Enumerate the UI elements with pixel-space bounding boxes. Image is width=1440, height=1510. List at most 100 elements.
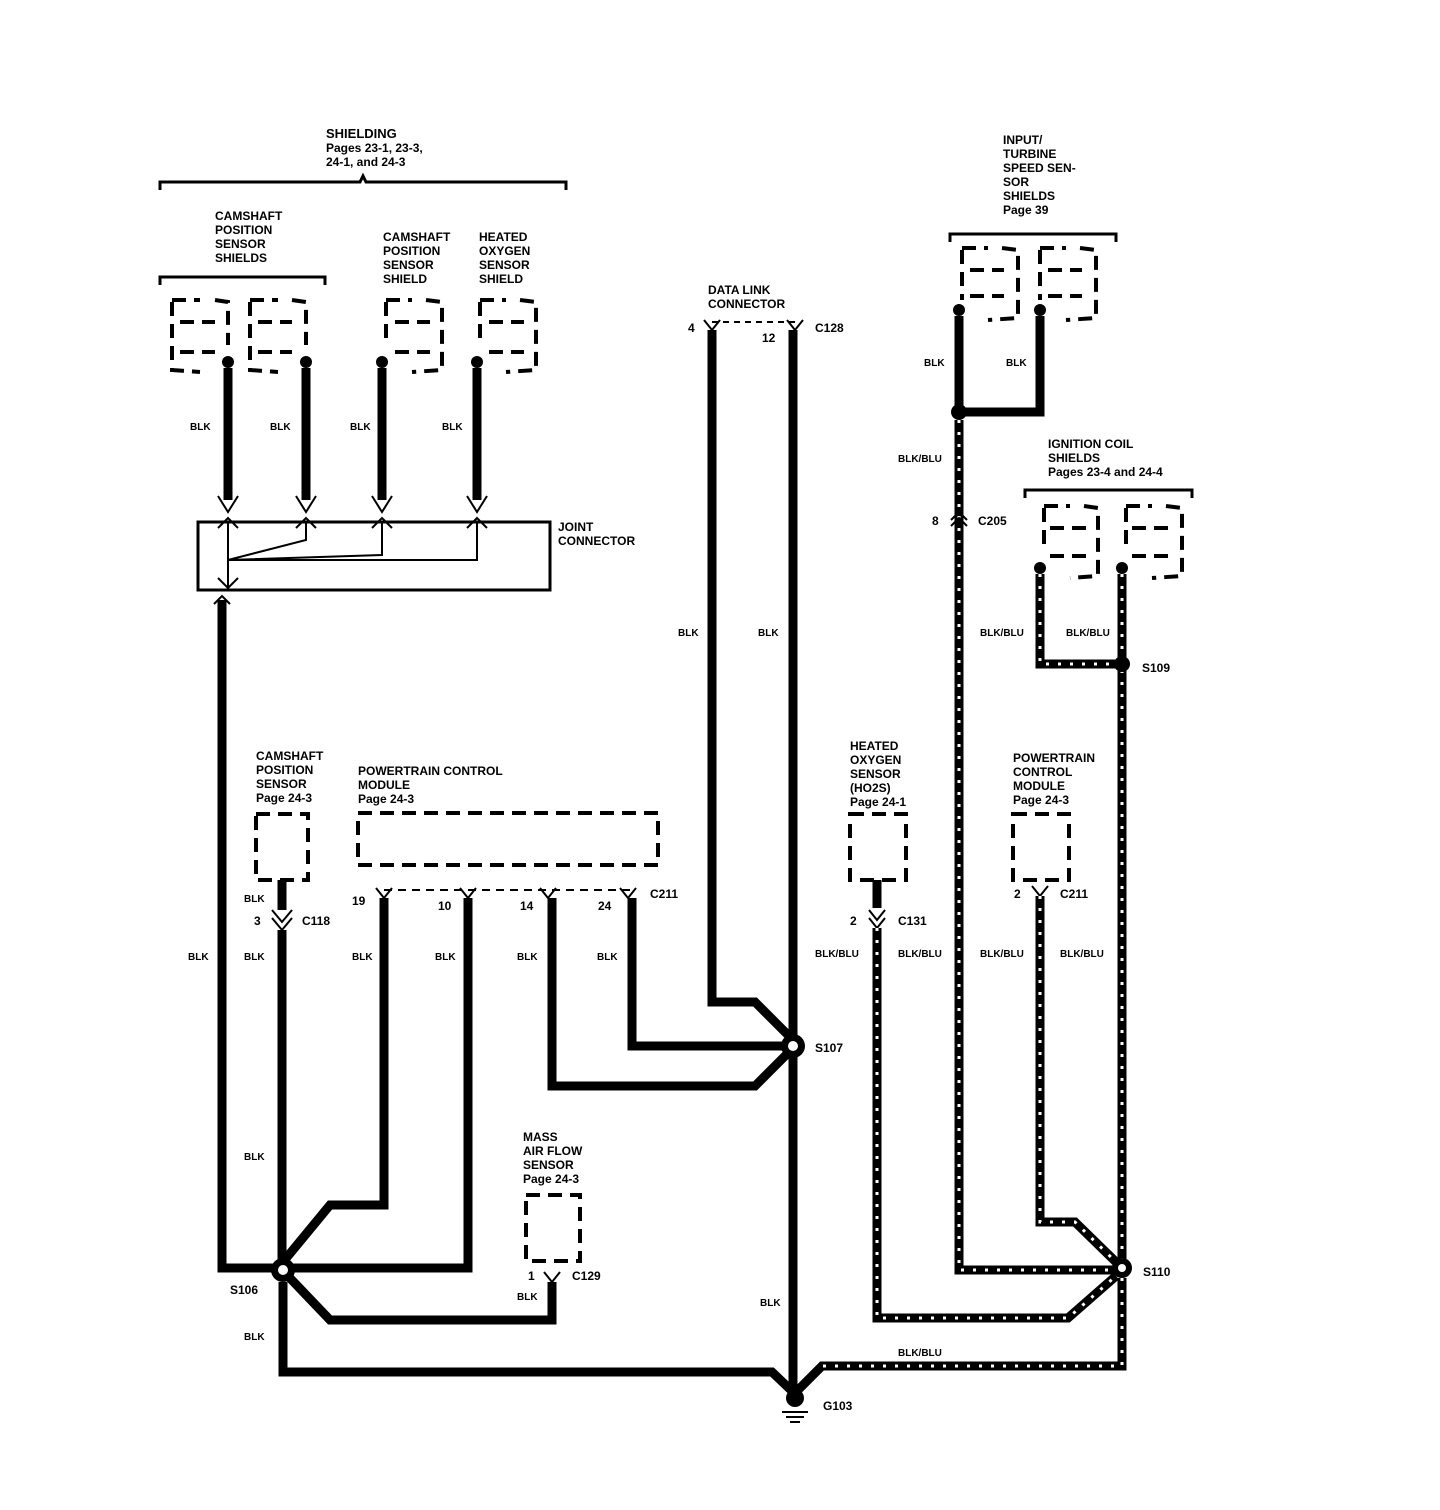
wire-joint-to-s106 — [217, 600, 283, 1273]
c205-pin: 8 — [932, 514, 939, 528]
cam-shields-label-3: SENSOR — [215, 237, 266, 251]
wire-label: BLK — [517, 1292, 538, 1303]
wire-label: BLK — [190, 422, 211, 433]
shield-symbol — [471, 298, 538, 374]
cam-shields-label-1: CAMSHAFT — [215, 209, 283, 223]
ho2s-label-4: (HO2S) — [850, 781, 891, 795]
wire-s110-to-g103 — [794, 1278, 1127, 1394]
pcm-left-pin: 19 — [352, 894, 366, 908]
wire-ho2s — [872, 880, 1119, 1323]
ho2s-label-2: OXYGEN — [850, 753, 901, 767]
shield-symbol — [1034, 246, 1098, 322]
ignition-coil-shields: IGNITION COIL SHIELDS Pages 23-4 and 24-… — [1023, 437, 1194, 580]
shield-symbol — [248, 298, 312, 374]
cam-sensor-pin: 3 — [254, 914, 261, 928]
wire-pcm-19 — [279, 898, 389, 1265]
maf-connector-id: C129 — [572, 1269, 601, 1283]
splice-s110: S110 — [1112, 1258, 1171, 1279]
cam-shield-label-1: CAMSHAFT — [383, 230, 451, 244]
wire-pcm-14 — [547, 898, 797, 1091]
cam-shield-label-4: SHIELD — [383, 272, 427, 286]
its-label-4: SOR — [1003, 175, 1029, 189]
ho2s-pin: 2 — [850, 914, 857, 928]
pcm-left-pin: 14 — [520, 899, 534, 913]
heated-oxygen-sensor: HEATED OXYGEN SENSOR (HO2S) Page 24-1 2 … — [848, 739, 927, 930]
shielding-pages-1: Pages 23-1, 23-3, — [326, 141, 423, 155]
ignition-label-1: IGNITION COIL — [1048, 437, 1133, 451]
shielding-brace — [158, 172, 568, 190]
connector-c205: 8 C205 — [932, 510, 1007, 528]
wire-label: BLK — [270, 422, 291, 433]
joint-connector-label-2: CONNECTOR — [558, 534, 635, 548]
shielding-pages-2: 24-1, and 24-3 — [326, 155, 406, 169]
dlc-label-2: CONNECTOR — [708, 297, 785, 311]
splice-s107: S107 — [781, 1034, 843, 1058]
splice-s106: S106 — [230, 1258, 295, 1297]
wire-label: BLK — [244, 894, 265, 905]
cam-sensor-label-1: CAMSHAFT — [256, 749, 324, 763]
maf-label-3: SENSOR — [523, 1158, 574, 1172]
wire-label: BLK/BLU — [898, 454, 942, 465]
wire-its-trunk — [954, 420, 1120, 1275]
wire-ign-1 — [1035, 574, 1120, 669]
maf-pin: 1 — [528, 1269, 535, 1283]
ho2s-shield-label-3: SENSOR — [479, 258, 530, 272]
shield-symbol — [1034, 504, 1100, 580]
dlc-pin-left: 4 — [688, 321, 695, 335]
shield-symbol — [953, 246, 1020, 322]
pcm-left-pin: 24 — [598, 899, 612, 913]
wire-label: BLK — [517, 952, 538, 963]
ho2s-shield-label-4: SHIELD — [479, 272, 523, 286]
ho2s-label-1: HEATED — [850, 739, 899, 753]
shield-symbol — [376, 298, 444, 374]
pcm-left-pin: 10 — [438, 899, 452, 913]
data-link-connector: DATA LINK CONNECTOR 4 12 C128 — [688, 283, 844, 345]
cam-shields-label-2: POSITION — [215, 223, 272, 237]
pcm-left: POWERTRAIN CONTROL MODULE Page 24-3 19 1… — [352, 764, 678, 913]
cam-shield-label-3: SENSOR — [383, 258, 434, 272]
wire-label: BLK — [760, 1298, 781, 1309]
its-label-1: INPUT/ — [1003, 133, 1043, 147]
s110-label: S110 — [1143, 1265, 1171, 1279]
cam-shield-label-2: POSITION — [383, 244, 440, 258]
maf-label-2: AIR FLOW — [523, 1144, 583, 1158]
wire-label: BLK/BLU — [980, 628, 1024, 639]
ignition-page: Pages 23-4 and 24-4 — [1048, 465, 1163, 479]
pcm-left-label-1: POWERTRAIN CONTROL — [358, 764, 503, 778]
pcm-right-label-2: CONTROL — [1013, 765, 1072, 779]
wire-label: BLK — [1006, 358, 1027, 369]
wire-dlc-pin4 — [707, 330, 797, 1044]
ho2s-shield-label-1: HEATED — [479, 230, 528, 244]
joint-connector-label-1: JOINT — [558, 520, 594, 534]
shield-wires-left: BLK BLK BLK BLK — [190, 368, 488, 514]
maf-page: Page 24-3 — [523, 1172, 579, 1186]
wire-label: BLK — [188, 952, 209, 963]
cam-sensor-connector-id: C118 — [302, 914, 330, 928]
s106-label: S106 — [230, 1283, 258, 1297]
wire-label: BLK — [597, 952, 618, 963]
shield-symbol — [170, 298, 234, 374]
maf-label-1: MASS — [523, 1130, 558, 1144]
its-label-2: TURBINE — [1003, 147, 1056, 161]
wire-its-2 — [960, 316, 1045, 417]
dlc-connector-id: C128 — [815, 321, 844, 335]
wire-pcm-right — [1035, 896, 1122, 1268]
wire-label: BLK/BLU — [898, 1348, 942, 1359]
wire-label: BLK/BLU — [1060, 949, 1104, 960]
cam-shields-label-4: SHIELDS — [215, 251, 267, 265]
ho2s-page: Page 24-1 — [850, 795, 906, 809]
wire-label: BLK — [924, 358, 945, 369]
g103-label: G103 — [823, 1399, 853, 1413]
ground-g103: G103 — [782, 1389, 853, 1423]
c205-label: C205 — [978, 514, 1007, 528]
input-turbine-shields: INPUT/ TURBINE SPEED SEN- SOR SHIELDS Pa… — [948, 133, 1118, 322]
ho2s-label-3: SENSOR — [850, 767, 901, 781]
its-junction — [951, 404, 967, 420]
wire-label: BLK — [352, 952, 373, 963]
wire-label: BLK/BLU — [815, 949, 859, 960]
pcm-right-connector-id: C211 — [1060, 887, 1088, 901]
mass-air-flow-sensor: MASS AIR FLOW SENSOR Page 24-3 1 C129 — [523, 1130, 601, 1284]
pcm-right-label-3: MODULE — [1013, 779, 1065, 793]
shield-symbol — [1116, 504, 1184, 580]
